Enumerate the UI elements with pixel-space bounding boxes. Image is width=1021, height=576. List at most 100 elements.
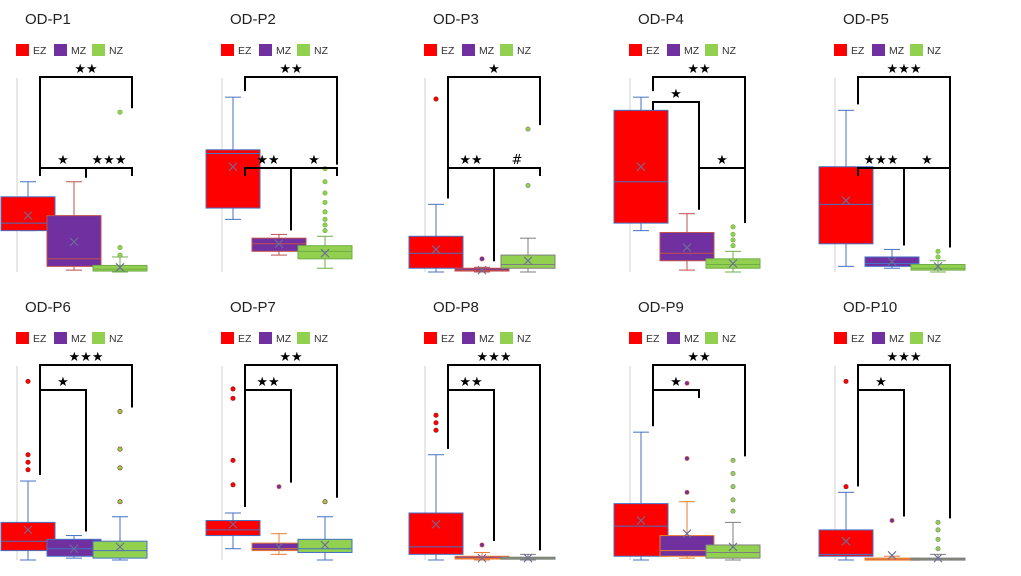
legend-swatch-mz	[462, 332, 475, 344]
legend-swatch-ez	[834, 332, 847, 344]
outlier-point	[117, 252, 123, 258]
legend-swatch-ez	[629, 44, 642, 56]
legend-swatch-ez	[629, 332, 642, 344]
box-nz	[297, 166, 353, 269]
outlier-point	[230, 457, 236, 463]
outlier-point	[730, 497, 736, 503]
bracket-line	[447, 389, 495, 541]
legend-label-mz: MZ	[276, 333, 292, 345]
outlier-point	[433, 427, 439, 433]
outlier-point	[322, 228, 328, 234]
outlier-point	[117, 109, 123, 115]
mean-marker	[636, 162, 646, 172]
box-iqr	[297, 538, 353, 553]
mean-marker	[887, 550, 897, 560]
mean-marker	[228, 162, 238, 172]
significance-bracket: ★★★	[857, 62, 951, 248]
significance-label: ★	[670, 375, 682, 390]
box-nz	[92, 109, 148, 273]
box-nz	[297, 499, 353, 561]
box-iqr	[297, 245, 353, 260]
box-iqr	[46, 215, 102, 267]
legend-label-nz: NZ	[927, 45, 942, 57]
significance-bracket: ★	[857, 375, 905, 517]
legend-label-ez: EZ	[851, 333, 865, 345]
box-iqr	[818, 529, 874, 557]
mean-marker	[841, 536, 851, 546]
legend-swatch-mz	[259, 44, 272, 56]
significance-bracket: ★★	[244, 375, 292, 507]
box-iqr	[818, 166, 874, 245]
outlier-point	[276, 484, 282, 490]
outlier-point	[730, 484, 736, 490]
legend-swatch-nz	[297, 44, 310, 56]
mean-marker	[682, 529, 692, 539]
box-mz	[46, 181, 102, 271]
outlier-point	[117, 408, 123, 414]
outlier-point	[730, 224, 736, 230]
box-ez	[205, 96, 261, 220]
outlier-point	[935, 254, 941, 260]
mean-marker	[523, 553, 533, 563]
bracket-line	[244, 76, 338, 165]
outlier-point	[525, 183, 531, 189]
chart-title: OD-P10	[843, 299, 897, 316]
legend-label-nz: NZ	[722, 45, 737, 57]
significance-label: ★★	[459, 375, 482, 390]
legend-label-ez: EZ	[441, 45, 455, 57]
outlier-point	[730, 508, 736, 514]
legend-label-mz: MZ	[479, 333, 495, 345]
outlier-point	[322, 179, 328, 185]
legend-swatch-mz	[54, 332, 67, 344]
chart-title: OD-P6	[25, 299, 71, 316]
outlier-point	[25, 378, 31, 384]
significance-bracket: ★	[652, 87, 700, 210]
mean-marker	[636, 516, 646, 525]
significance-bracket: ★★	[652, 62, 746, 223]
legend-swatch-ez	[16, 332, 29, 344]
box-iqr	[0, 521, 56, 552]
legend-swatch-ez	[221, 332, 234, 344]
bracket-line	[652, 364, 746, 457]
box-ez	[613, 96, 669, 232]
box-mz	[659, 380, 715, 559]
chart-title: OD-P9	[638, 299, 684, 316]
legend-label-ez: EZ	[238, 333, 252, 345]
significance-label: ★★	[687, 62, 710, 77]
mean-marker	[477, 553, 487, 563]
significance-bracket: ★	[447, 62, 541, 199]
mean-marker	[23, 211, 33, 220]
legend-swatch-nz	[705, 332, 718, 344]
outlier-point	[433, 412, 439, 418]
legend-swatch-nz	[92, 44, 105, 56]
bracket-line	[652, 101, 700, 210]
significance-label: ★★	[256, 153, 279, 168]
legend-label-nz: NZ	[314, 45, 329, 57]
bracket-line	[652, 76, 746, 223]
outlier-point	[322, 199, 328, 205]
legend-label-nz: NZ	[927, 333, 942, 345]
legend-swatch-mz	[259, 332, 272, 344]
chart-title: OD-P4	[638, 11, 684, 28]
outlier-point	[935, 527, 941, 533]
legend-label-nz: NZ	[109, 45, 124, 57]
box-iqr	[0, 196, 56, 232]
legend-swatch-nz	[92, 332, 105, 344]
legend-swatch-mz	[54, 44, 67, 56]
significance-label: ★★★	[864, 153, 899, 168]
outlier-point	[479, 542, 485, 548]
mean-marker	[320, 248, 330, 258]
significance-label: ★★★	[887, 350, 922, 365]
outlier-point	[230, 482, 236, 488]
outlier-point	[25, 467, 31, 473]
legend-swatch-ez	[424, 44, 437, 56]
